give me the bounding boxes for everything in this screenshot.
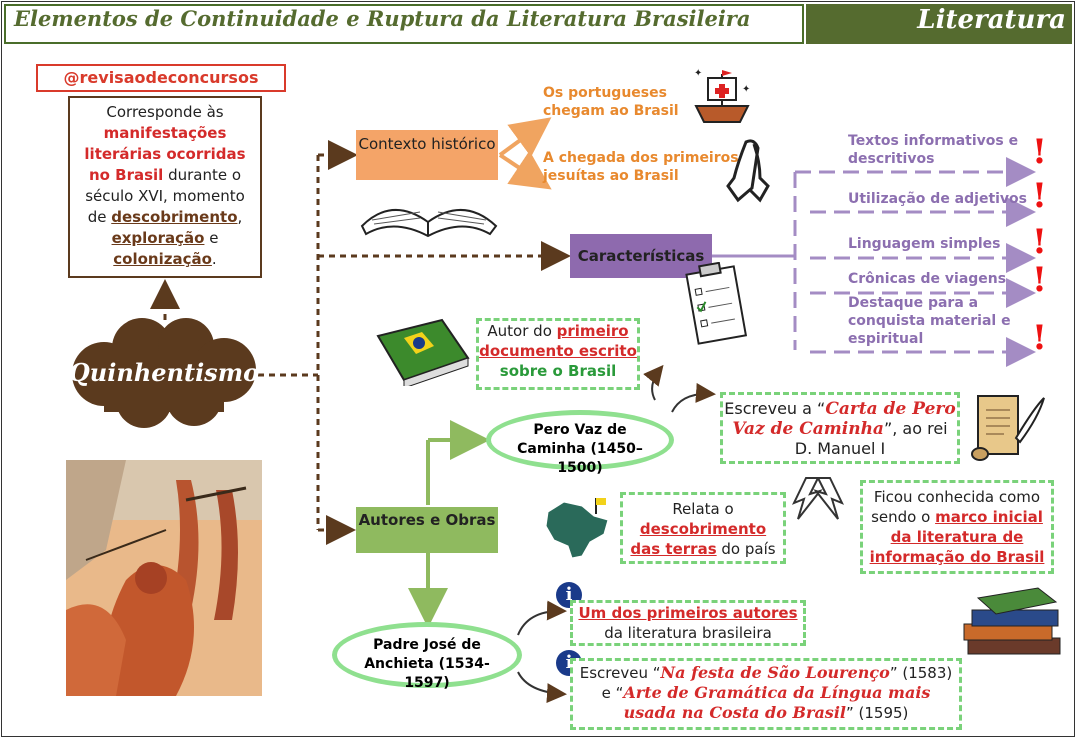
exclamation-2: ! xyxy=(1032,176,1047,216)
characteristic-item-2: Utilização de adjetivos xyxy=(848,191,1028,207)
definition-word-descobrimento: descobrimento xyxy=(111,208,238,226)
caminha-marco-box: Ficou conhecida como sendo o marco inici… xyxy=(860,480,1054,574)
caminha-relata-box: Relata o descobrimento das terras do paí… xyxy=(620,492,786,564)
caminha-relata-c: do país xyxy=(721,540,776,558)
subject-label: Literatura xyxy=(917,5,1066,35)
context-item-2: A chegada dos primeiros jesuítas ao Bras… xyxy=(543,150,739,184)
caminha-marco-a: Ficou conhecida como sendo o xyxy=(871,488,1041,526)
caminha-letter-a: Escreveu a “ xyxy=(724,399,826,418)
svg-text:✦: ✦ xyxy=(742,84,750,95)
caminha-note-a: Autor do xyxy=(487,322,552,340)
caminha-relata-b: descobrimento das terras xyxy=(630,520,767,558)
anchieta-node: Padre José de Anchieta (1534-1597) xyxy=(332,622,522,691)
anchieta-info-b: da literatura brasileira xyxy=(604,624,772,642)
brand-handle: @revisaodeconcursos xyxy=(36,64,286,92)
brazil-book-icon xyxy=(376,318,470,386)
page-title: Elementos de Continuidade e Ruptura da L… xyxy=(14,6,751,31)
central-topic: Quinhentismo xyxy=(68,358,260,387)
scroll-quill-icon xyxy=(971,395,1045,461)
caminha-letter-c: ”, ao rei D. Manuel I xyxy=(794,419,948,458)
caminha-letter-title: Carta de Pero Vaz de Caminha xyxy=(732,399,956,439)
definition-word-exploracao: exploração xyxy=(111,229,205,247)
definition-text-2: durante o século XVI, momento de xyxy=(85,166,245,226)
characteristic-item-1: Textos informativos e descritivos xyxy=(848,133,1019,167)
title-bar xyxy=(4,4,804,44)
characteristic-item-3: Linguagem simples xyxy=(848,236,1001,252)
historical-painting xyxy=(66,460,262,696)
central-cloud xyxy=(72,318,256,428)
definition-sep-2: e xyxy=(204,229,219,247)
definition-highlight: manifestações literárias ocorridas no Br… xyxy=(84,124,246,184)
exclamation-5: ! xyxy=(1032,318,1047,358)
context-node: Contexto histórico xyxy=(356,130,498,180)
anchieta-info-box: Um dos primeiros autores da literatura b… xyxy=(570,600,806,646)
anchieta-works-box: Escreveu “Na festa de São Lourenço” (158… xyxy=(570,658,962,730)
caminha-node: Pero Vaz de Caminha (1450–1500) xyxy=(486,410,674,476)
anchieta-work-2: Arte de Gramática da Língua mais usada n… xyxy=(623,683,931,722)
anchieta-works-a: Escreveu “ xyxy=(579,664,661,682)
context-item-1: Os portugueses chegam ao Brasil xyxy=(543,85,679,119)
definition-word-colonizacao: colonização xyxy=(113,250,212,268)
svg-text:✦: ✦ xyxy=(694,68,702,79)
caminha-note-b: primeiro documento escrito xyxy=(479,322,637,360)
books-stack-icon xyxy=(963,587,1061,655)
definition-text-1: Corresponde às xyxy=(106,103,224,121)
characteristics-node: Características xyxy=(570,234,712,278)
clipboard-icon xyxy=(685,262,748,345)
definition-box: Corresponde às manifestações literárias … xyxy=(68,96,262,278)
subject-banner xyxy=(806,4,1072,44)
exclamation-1: ! xyxy=(1032,132,1047,172)
caminha-letter-box: Escreveu a “Carta de Pero Vaz de Caminha… xyxy=(720,392,960,464)
brazil-map-icon xyxy=(545,498,609,559)
exclamation-4: ! xyxy=(1032,260,1047,300)
open-book-icon xyxy=(360,208,498,238)
anchieta-works-c: ” (1583) e “ xyxy=(601,664,953,702)
characteristic-item-4: Crônicas de viagens xyxy=(848,271,1007,287)
anchieta-work-1: Na festa de São Lourenço xyxy=(660,663,890,682)
definition-sep-1: , xyxy=(237,208,243,226)
characteristic-item-5: Destaque para a conquista material e esp… xyxy=(848,295,1011,347)
caminha-author-note: Autor do primeiro documento escrito sobr… xyxy=(476,318,640,390)
caminha-marco-b: marco inicial da literatura de informaçã… xyxy=(869,508,1045,566)
anchieta-info-a: Um dos primeiros autores xyxy=(578,604,798,622)
caminha-note-c: sobre o Brasil xyxy=(499,362,617,380)
authors-node: Autores e Obras xyxy=(356,507,498,553)
anchieta-works-e: ” (1595) xyxy=(845,704,909,722)
definition-end: . xyxy=(211,250,217,268)
praying-hands-icon xyxy=(726,139,770,203)
caravel-icon: ✦✦ xyxy=(694,68,750,123)
exclamation-3: ! xyxy=(1032,222,1047,262)
caminha-relata-a: Relata o xyxy=(672,500,734,518)
